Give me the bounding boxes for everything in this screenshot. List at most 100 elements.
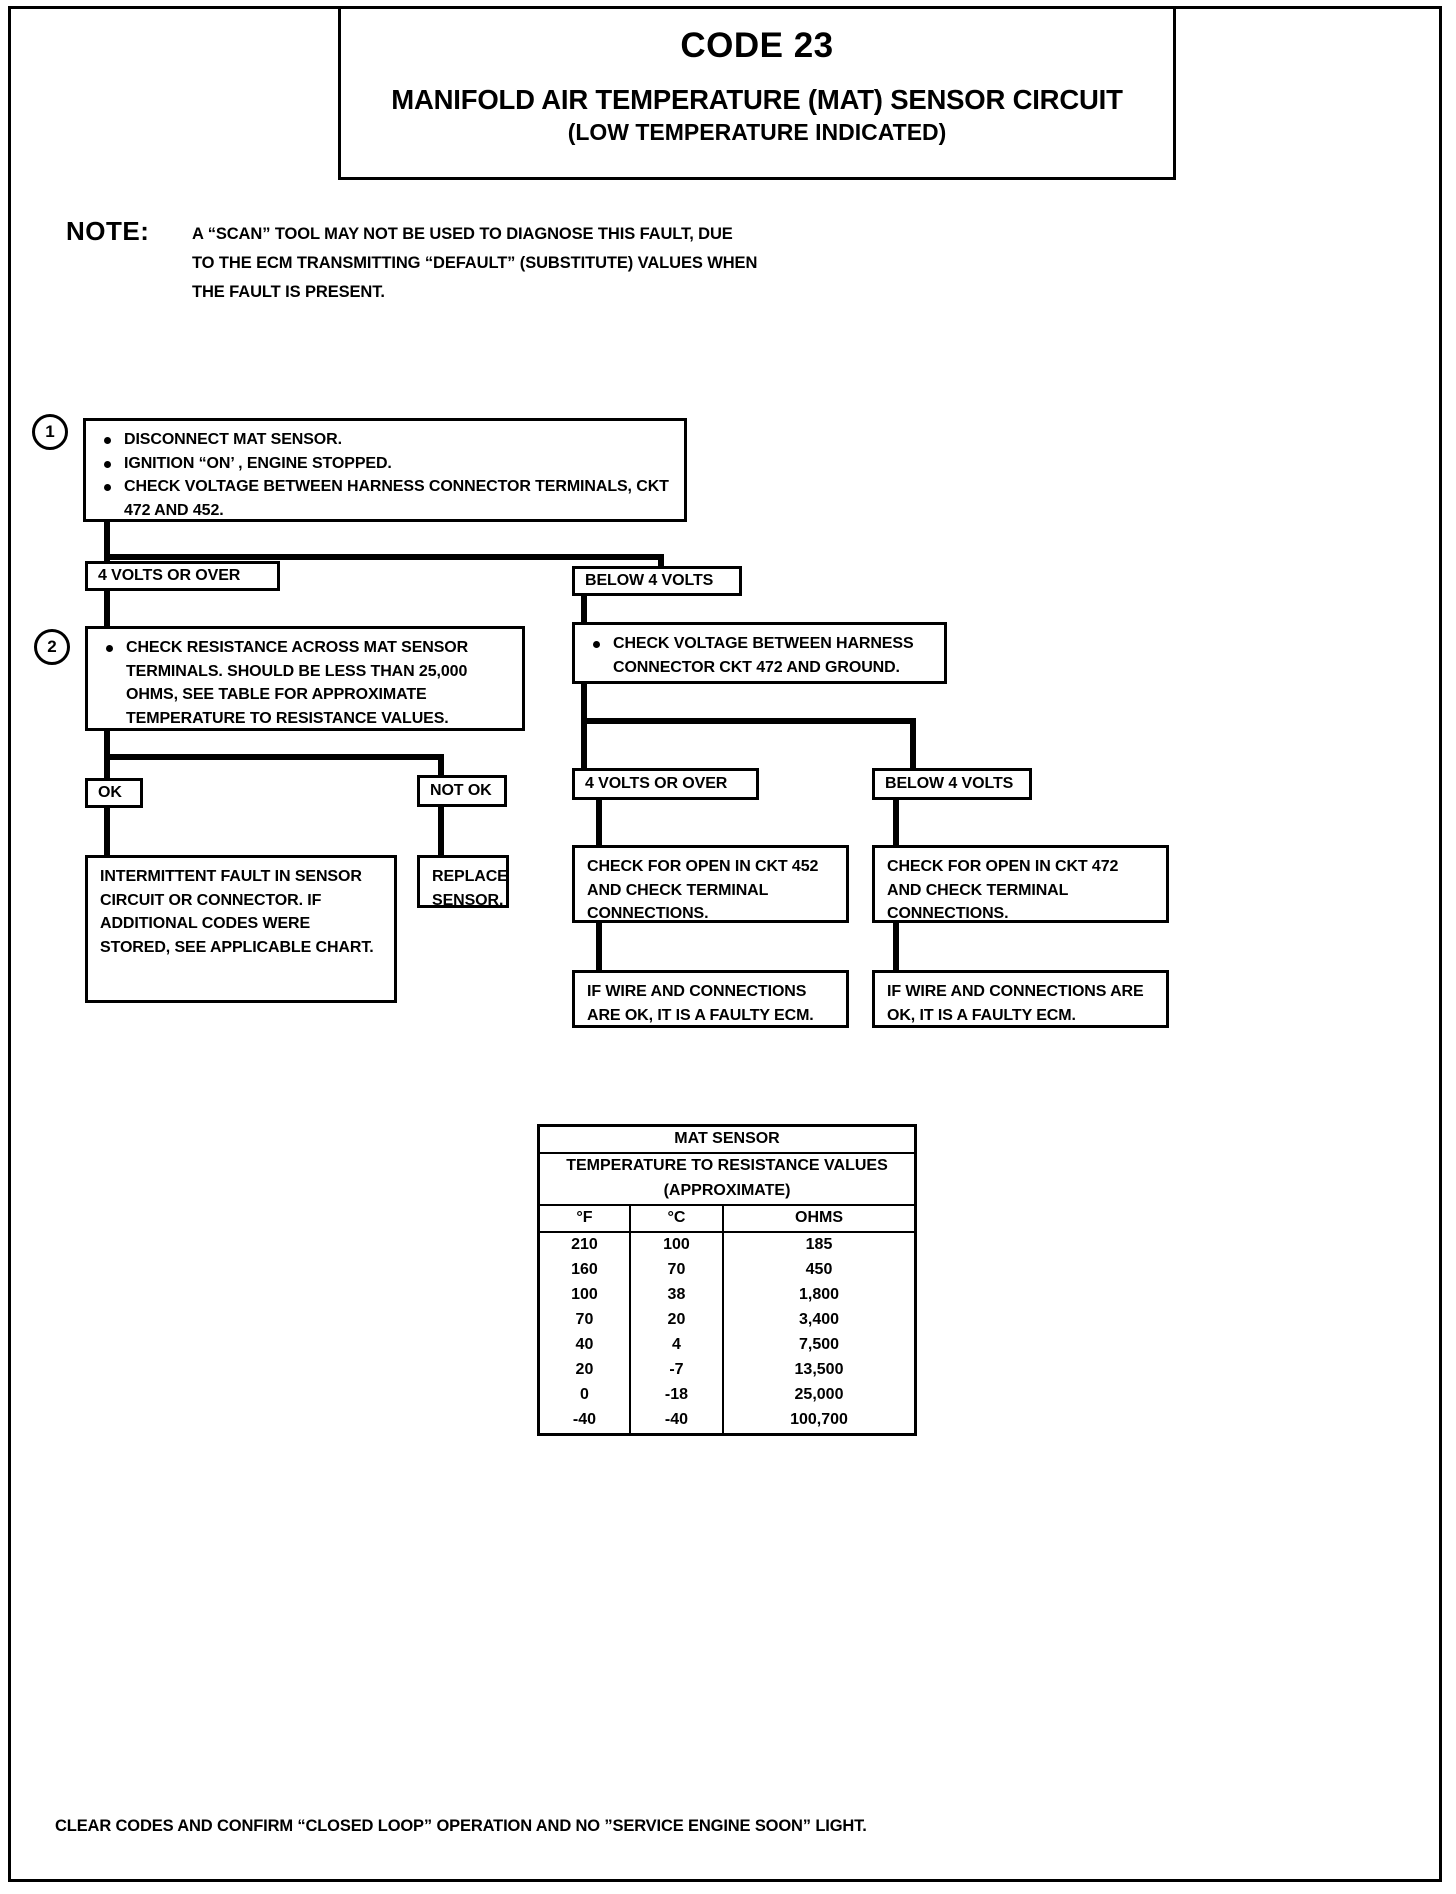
page-title-sub: (LOW TEMPERATURE INDICATED) [567,119,947,145]
step-number-1: 1 [32,414,68,450]
result-label-text: OK [98,784,122,801]
cell-ohms: 3,400 [798,1311,840,1328]
faulty-ecm-right-text: IF WIRE AND CONNECTIONS ARE OK, IT IS A … [887,983,1144,1024]
connector-to-right-below4v [910,718,916,771]
result-label-text: NOT OK [430,782,492,799]
note-line-2: TO THE ECM TRANSMITTING “DEFAULT” (SUBST… [192,254,758,272]
connector-to-ok [104,754,110,778]
table-row: 20 -7 13,500 [540,1358,914,1383]
connector-not-ok-down [438,807,444,857]
right-branch-label-4-volts-or-over: 4 VOLTS OR OVER [572,768,759,800]
connector-step2-split [104,754,444,760]
connector-ok-down [104,808,110,858]
cell-f: 20 [540,1358,631,1383]
branch-label-below-4-volts: BELOW 4 VOLTS [572,566,742,596]
connector-to-not-ok [438,754,444,778]
cell-f: 160 [540,1258,631,1283]
step2-bullet-1: CHECK RESISTANCE ACROSS MAT SENSOR TERMI… [100,636,512,730]
faulty-ecm-left-box: IF WIRE AND CONNECTIONS ARE OK, IT IS A … [572,970,849,1028]
step1-bullet-2: IGNITION “ON’ , ENGINE STOPPED. [98,452,674,476]
intermittent-fault-text: INTERMITTENT FAULT IN SENSOR CIRCUIT OR … [100,868,374,956]
table-subtitle-1: TEMPERATURE TO RESISTANCE VALUES [566,1157,888,1174]
intermittent-fault-box: INTERMITTENT FAULT IN SENSOR CIRCUIT OR … [85,855,397,1003]
connector-right-below4v-down [893,800,899,848]
connector-step1-down [104,522,110,560]
right-branch-label-below-4-volts: BELOW 4 VOLTS [872,768,1032,800]
cell-f: 40 [540,1333,631,1358]
result-label-ok: OK [85,778,143,808]
mat-sensor-table: MAT SENSOR TEMPERATURE TO RESISTANCE VAL… [537,1124,917,1436]
table-row: 0 -18 25,000 [540,1383,914,1408]
cell-ohms: 7,500 [798,1336,840,1353]
page-title-code: CODE 23 [680,26,834,65]
check-open-452-box: CHECK FOR OPEN IN CKT 452 AND CHECK TERM… [572,845,849,923]
branch-label-text: 4 VOLTS OR OVER [98,567,241,584]
faulty-ecm-right-box: IF WIRE AND CONNECTIONS ARE OK, IT IS A … [872,970,1169,1028]
check-voltage-ground-bullet: CHECK VOLTAGE BETWEEN HARNESS CONNECTOR … [587,632,934,679]
table-row: 70 20 3,400 [540,1308,914,1333]
branch-label-text: BELOW 4 VOLTS [885,775,1014,792]
table-row: 210 100 185 [540,1232,914,1258]
note-line-3: THE FAULT IS PRESENT. [192,283,385,301]
cell-ohms: 100,700 [790,1411,848,1428]
cell-c: -40 [629,1408,725,1433]
page-title-main: MANIFOLD AIR TEMPERATURE (MAT) SENSOR CI… [391,84,1123,115]
table-header-fahrenheit: °F [540,1205,631,1233]
cell-f: 0 [540,1383,631,1408]
table-title: MAT SENSOR [540,1127,914,1154]
step1-bullet-3: CHECK VOLTAGE BETWEEN HARNESS CONNECTOR … [98,475,674,522]
result-label-not-ok: NOT OK [417,775,507,807]
table-header-celsius: °C [629,1205,725,1233]
table-row: 100 38 1,800 [540,1283,914,1308]
replace-sensor-text: REPLACE SENSOR. [432,868,508,909]
cell-c: 38 [629,1283,725,1308]
cell-ohms: 185 [805,1236,833,1253]
cell-f: 210 [540,1232,631,1258]
cell-f: -40 [540,1408,631,1433]
connector-to-4v-over [104,554,110,562]
step1-bullet-1: DISCONNECT MAT SENSOR. [98,428,674,452]
table-row: 40 4 7,500 [540,1333,914,1358]
check-open-472-box: CHECK FOR OPEN IN CKT 472 AND CHECK TERM… [872,845,1169,923]
step-number-2-text: 2 [47,637,57,656]
cell-c: 70 [629,1258,725,1283]
cell-c: -18 [629,1383,725,1408]
table-row: -40 -40 100,700 [540,1408,914,1433]
branch-label-text: 4 VOLTS OR OVER [585,775,728,792]
note-line-1: A “SCAN” TOOL MAY NOT BE USED TO DIAGNOS… [192,225,733,243]
faulty-ecm-left-text: IF WIRE AND CONNECTIONS ARE OK, IT IS A … [587,983,814,1024]
connector-rightcheck-down [581,684,587,726]
table-header-ohms: OHMS [723,1205,914,1233]
branch-label-4-volts-or-over: 4 VOLTS OR OVER [85,561,280,591]
connector-step1-split [104,554,664,560]
replace-sensor-box: REPLACE SENSOR. [417,855,509,909]
connector-step2-down [104,731,110,766]
cell-c: 4 [629,1333,725,1358]
page-border [8,6,1442,1882]
connector-below4v-to-check [581,596,587,624]
connector-4v-to-step2 [104,591,110,629]
footer-instruction: CLEAR CODES AND CONFIRM “CLOSED LOOP” OP… [55,1817,867,1835]
cell-c: 100 [629,1232,725,1258]
check-open-452-text: CHECK FOR OPEN IN CKT 452 AND CHECK TERM… [587,858,819,922]
step2-box: CHECK RESISTANCE ACROSS MAT SENSOR TERMI… [85,626,525,731]
cell-ohms: 25,000 [794,1386,844,1403]
cell-c: 20 [629,1308,725,1333]
cell-ohms: 13,500 [794,1361,844,1378]
step-number-2: 2 [34,629,70,665]
cell-ohms: 1,800 [798,1286,840,1303]
note-label: NOTE: [66,216,150,246]
connector-to-right-4v-over [581,718,587,771]
note-body: A “SCAN” TOOL MAY NOT BE USED TO DIAGNOS… [192,220,757,307]
connector-452-down [596,922,602,974]
check-open-472-text: CHECK FOR OPEN IN CKT 472 AND CHECK TERM… [887,858,1119,922]
step1-box: DISCONNECT MAT SENSOR. IGNITION “ON’ , E… [83,418,687,522]
cell-f: 100 [540,1283,631,1308]
check-voltage-ground-box: CHECK VOLTAGE BETWEEN HARNESS CONNECTOR … [572,622,947,684]
cell-c: -7 [629,1358,725,1383]
connector-rightcheck-split [581,718,916,724]
table-row: 160 70 450 [540,1258,914,1283]
title-block: CODE 23 MANIFOLD AIR TEMPERATURE (MAT) S… [338,8,1176,180]
connector-right-4v-down [596,800,602,848]
